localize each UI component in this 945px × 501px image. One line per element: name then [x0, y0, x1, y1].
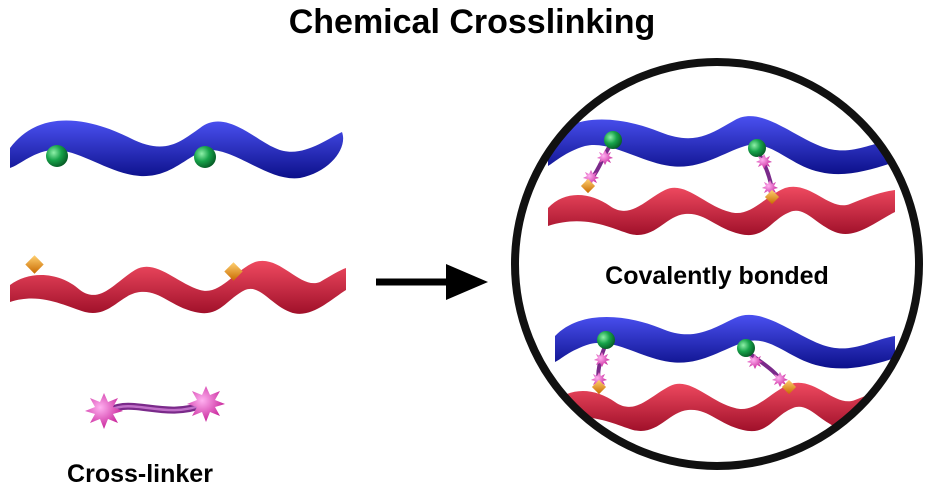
- green-bead-icon: [737, 339, 755, 357]
- pink-star-icon: [756, 154, 772, 169]
- orange-diamond-icon: [25, 255, 44, 274]
- pink-star-icon: [597, 150, 613, 165]
- red-polymer-chain-icon: [548, 186, 895, 236]
- orange-diamond-icon: [580, 178, 596, 194]
- orange-diamond-icon: [781, 379, 797, 395]
- blue-polymer-chain-icon: [555, 314, 895, 369]
- orange-diamond-icon: [224, 262, 243, 281]
- green-bead-icon: [194, 146, 216, 168]
- green-bead-icon: [597, 331, 615, 349]
- magnifier-circle: [511, 58, 923, 470]
- magnified-view: [548, 116, 895, 432]
- circle-label: Covalently bonded: [605, 262, 829, 290]
- pink-star-icon: [747, 354, 763, 369]
- pink-star-icon: [762, 180, 778, 195]
- green-bead-icon: [748, 139, 766, 157]
- pink-star-icon: [594, 352, 610, 367]
- orange-diamond-icon: [591, 379, 607, 395]
- crosslinker-label: Cross-linker: [67, 460, 213, 488]
- blue-polymer-chain-icon: [10, 120, 344, 179]
- green-bead-icon: [604, 131, 622, 149]
- orange-diamond-icon: [764, 189, 780, 205]
- green-bead-icon: [46, 145, 68, 167]
- crosslinker-icon: [85, 386, 225, 429]
- pink-star-icon: [591, 372, 607, 387]
- red-polymer-chain-icon: [10, 260, 346, 314]
- pink-star-icon: [187, 386, 225, 422]
- red-polymer-chain-icon: [552, 382, 895, 432]
- blue-polymer-chain-icon: [548, 116, 895, 175]
- title: Chemical Crosslinking: [289, 3, 656, 41]
- pink-star-icon: [85, 393, 123, 429]
- pink-star-icon: [772, 372, 788, 387]
- right-arrow-icon: [376, 264, 488, 300]
